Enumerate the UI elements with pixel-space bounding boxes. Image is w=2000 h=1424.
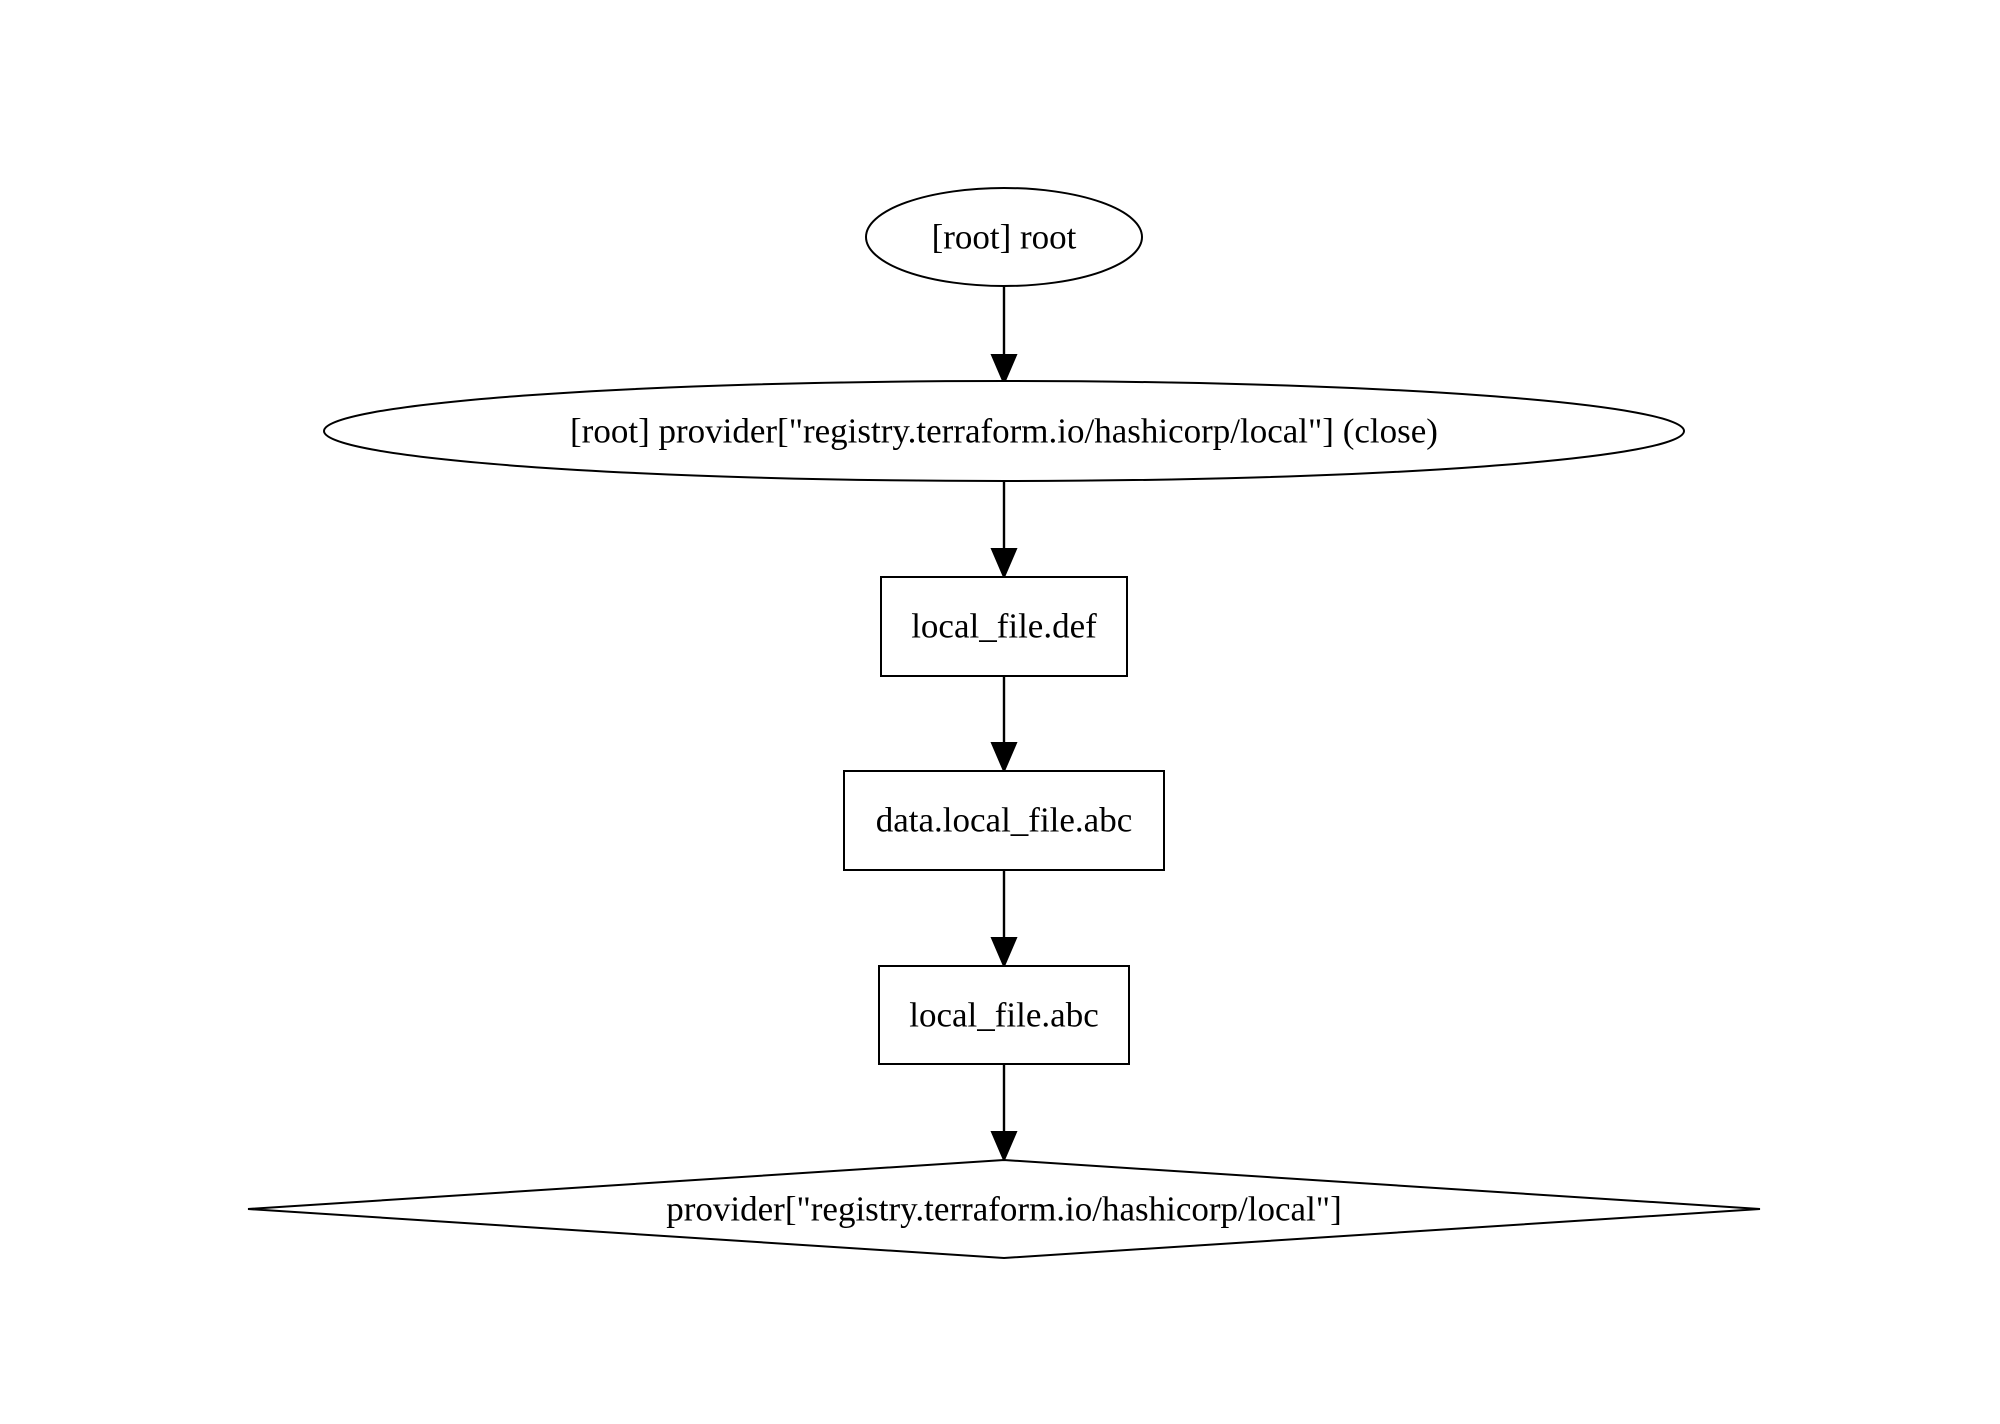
edge-local-file-abc-to-provider-local xyxy=(990,1064,1018,1163)
node-provider-local-label: provider["registry.terraform.io/hashicor… xyxy=(666,1190,1342,1229)
node-data-local-file-abc-label: data.local_file.abc xyxy=(876,801,1133,840)
node-provider-close-label: [root] provider["registry.terraform.io/h… xyxy=(570,412,1438,451)
edge-root-to-provider-close xyxy=(990,287,1018,386)
node-provider-local[interactable]: provider["registry.terraform.io/hashicor… xyxy=(247,1158,1761,1260)
edge-data-local-file-abc-to-local-file-abc xyxy=(990,870,1018,969)
node-local-file-abc-label: local_file.abc xyxy=(909,996,1098,1035)
node-root-label: [root] root xyxy=(932,218,1077,257)
edge-provider-close-to-local-file-def xyxy=(990,481,1018,580)
node-local-file-abc[interactable]: local_file.abc xyxy=(878,965,1130,1065)
node-data-local-file-abc[interactable]: data.local_file.abc xyxy=(843,770,1165,871)
edge-local-file-def-to-data-local-file-abc xyxy=(990,676,1018,774)
node-provider-close[interactable]: [root] provider["registry.terraform.io/h… xyxy=(323,380,1685,482)
node-local-file-def[interactable]: local_file.def xyxy=(880,576,1128,677)
node-root[interactable]: [root] root xyxy=(865,187,1143,287)
node-local-file-def-label: local_file.def xyxy=(911,607,1097,646)
